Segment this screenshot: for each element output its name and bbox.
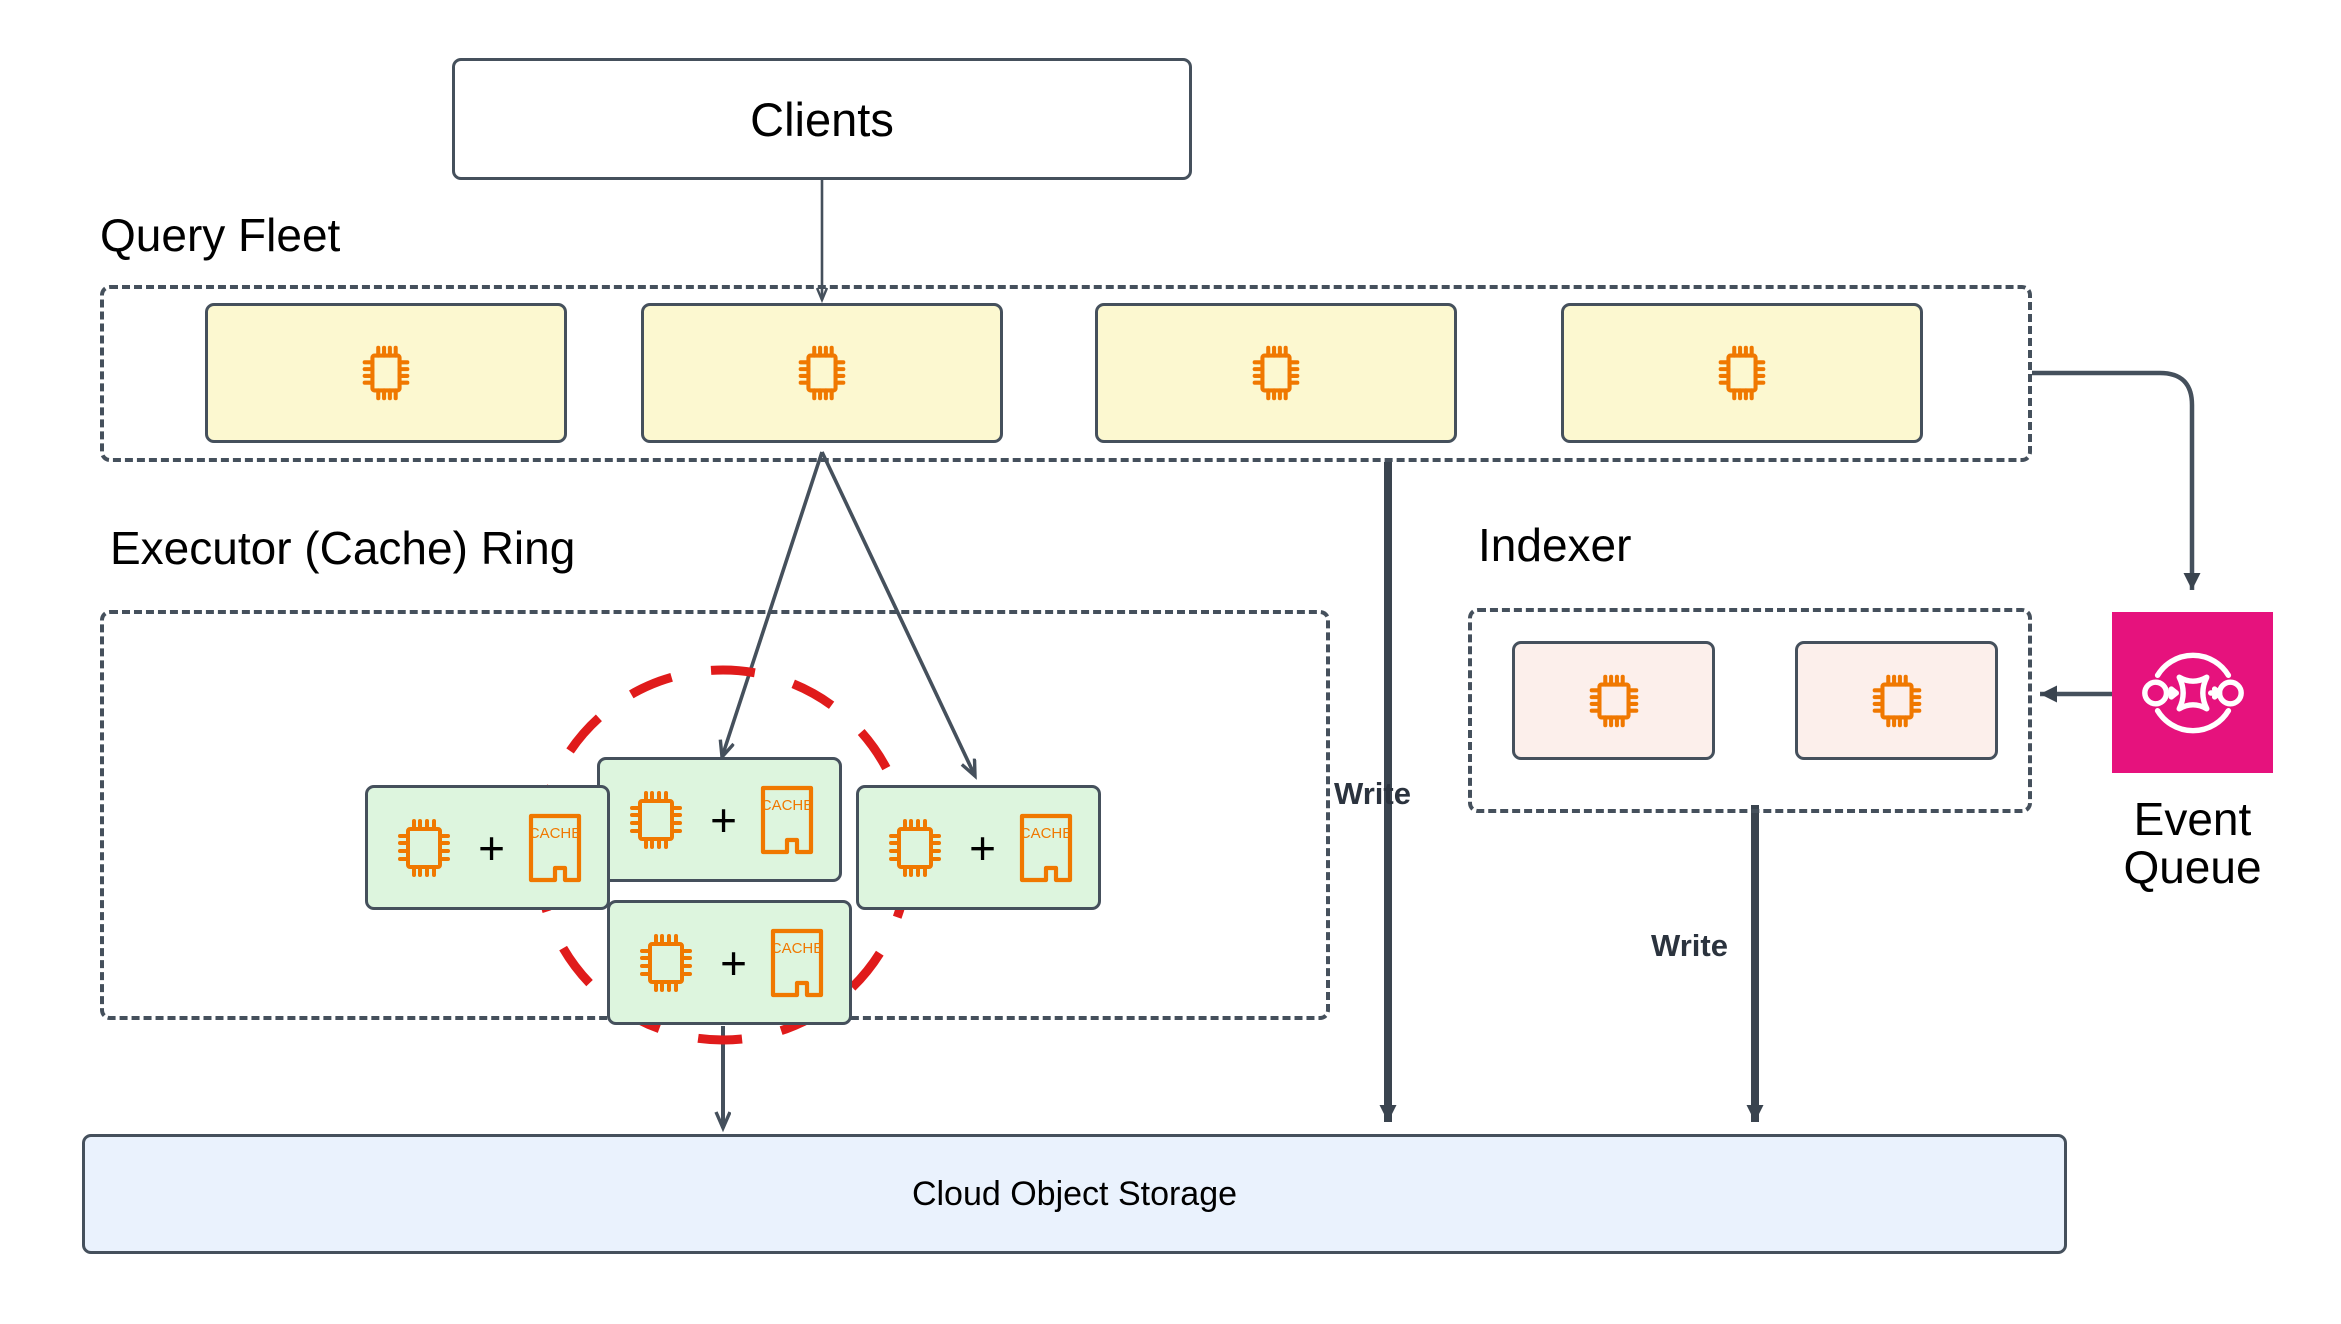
query-node-3[interactable]: [1095, 303, 1457, 443]
indexer-node-2[interactable]: [1795, 641, 1998, 760]
cpu-chip-icon: [1245, 342, 1307, 404]
query-node-2[interactable]: [641, 303, 1003, 443]
cpu-chip-icon: [791, 342, 853, 404]
executor-node-bottom[interactable]: + CACHE: [607, 900, 852, 1025]
query-node-4[interactable]: [1561, 303, 1923, 443]
svg-text:CACHE: CACHE: [1020, 825, 1073, 842]
cpu-chip-icon: [1711, 342, 1773, 404]
svg-text:CACHE: CACHE: [761, 797, 814, 814]
cpu-chip-icon: [624, 788, 688, 852]
event-queue-caption-line2: Queue: [2123, 841, 2262, 894]
plus-operator: +: [478, 821, 505, 874]
executor-ring-label: Executor (Cache) Ring: [110, 522, 576, 574]
query-fleet-group: [100, 285, 2032, 462]
executor-node-top[interactable]: + CACHE: [597, 757, 842, 882]
svg-text:CACHE: CACHE: [529, 825, 582, 842]
cache-icon: CACHE: [527, 812, 583, 884]
query-fleet-label: Query Fleet: [100, 209, 341, 261]
edge-query-to-executor-top: [722, 451, 824, 757]
executor-node-left[interactable]: + CACHE: [365, 785, 610, 910]
executor-node-right[interactable]: + CACHE: [856, 785, 1101, 910]
query-node-1[interactable]: [205, 303, 567, 443]
plus-operator: +: [720, 936, 747, 989]
event-queue-tile[interactable]: [2112, 612, 2273, 773]
cloud-object-storage-box[interactable]: Cloud Object Storage: [82, 1134, 2067, 1254]
cache-icon: CACHE: [759, 784, 815, 856]
write-label-indexer: Write: [1651, 928, 1728, 963]
cpu-chip-icon: [1583, 670, 1645, 732]
event-queue-caption: Event Queue: [2085, 795, 2300, 892]
clients-label: Clients: [750, 92, 894, 146]
cache-icon: CACHE: [769, 927, 825, 999]
cpu-chip-icon: [634, 931, 698, 995]
cpu-chip-icon: [1866, 670, 1928, 732]
cpu-chip-icon: [355, 342, 417, 404]
event-queue-flow-icon: [2134, 634, 2252, 752]
cache-icon: CACHE: [1018, 812, 1074, 884]
svg-text:CACHE: CACHE: [771, 940, 824, 957]
indexer-group: [1468, 608, 2032, 813]
edge-query-to-executor-right: [820, 451, 975, 776]
plus-operator: +: [969, 821, 996, 874]
clients-box[interactable]: Clients: [452, 58, 1192, 180]
plus-operator: +: [710, 793, 737, 846]
write-label-query: Write: [1334, 776, 1411, 811]
indexer-node-1[interactable]: [1512, 641, 1715, 760]
edge-queryfleet-to-eventqueue: [2032, 370, 2201, 590]
cpu-chip-icon: [883, 816, 947, 880]
indexer-label: Indexer: [1478, 519, 1632, 571]
cloud-object-storage-label: Cloud Object Storage: [911, 1174, 1238, 1213]
event-queue-caption-line1: Event: [2133, 793, 2252, 845]
cpu-chip-icon: [392, 816, 456, 880]
